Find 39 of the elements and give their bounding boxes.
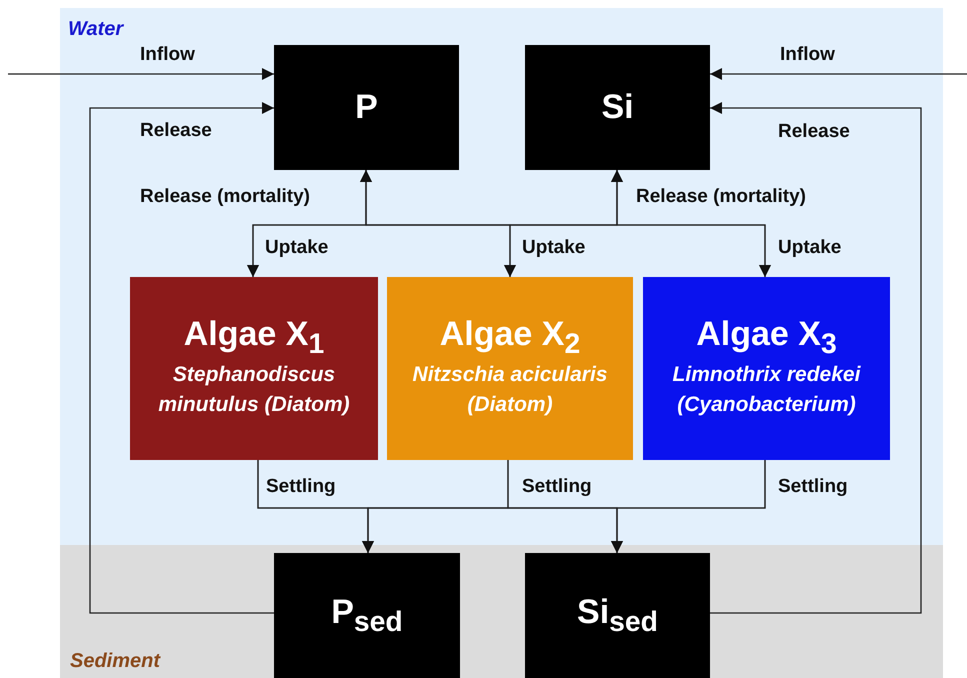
flow-label: Uptake bbox=[778, 237, 842, 259]
nutrient-box bbox=[525, 45, 710, 170]
flow-label: Release (mortality) bbox=[636, 186, 806, 208]
algae-box bbox=[643, 277, 890, 460]
species-name: Stephanodiscus minutulus (Diatom) bbox=[157, 362, 351, 418]
species-name: Limnothrix redekei (Cyanobacterium) bbox=[672, 362, 862, 418]
nutrient-box bbox=[274, 45, 459, 170]
arrow bbox=[611, 170, 771, 277]
sediment-nutrient-box bbox=[274, 553, 460, 678]
box-title: Algae X$_{1}$ bbox=[182, 316, 326, 360]
algae-box bbox=[130, 277, 378, 460]
arrow bbox=[710, 102, 922, 614]
flow-label: Settling bbox=[778, 476, 848, 498]
zone-label: Water bbox=[68, 18, 124, 41]
flow-label: Uptake bbox=[265, 237, 328, 259]
flow-label: Uptake bbox=[522, 237, 586, 259]
edge-label: Release bbox=[778, 121, 850, 143]
edge-label: Inflow bbox=[140, 44, 195, 66]
arrow bbox=[611, 460, 766, 553]
water-zone bbox=[60, 8, 943, 545]
box-title: Si$_{sed}$ bbox=[576, 594, 659, 638]
edge-label: Release bbox=[140, 120, 212, 142]
box-title: P bbox=[354, 88, 379, 126]
arrow bbox=[710, 68, 967, 80]
flow-label: Settling bbox=[522, 476, 592, 498]
sediment-zone bbox=[60, 545, 943, 678]
species-name: Nitzschia acicularis (Diatom) bbox=[412, 362, 608, 418]
flow-label: Settling bbox=[266, 476, 336, 498]
box-title: Algae X$_{3}$ bbox=[695, 316, 838, 360]
sediment-nutrient-box bbox=[525, 553, 710, 678]
flow-label: Release (mortality) bbox=[140, 186, 310, 208]
box-title: P$_{sed}$ bbox=[330, 594, 404, 638]
zone-label: Sediment bbox=[70, 650, 160, 673]
edge-label: Inflow bbox=[780, 44, 835, 66]
arrow bbox=[89, 102, 274, 614]
box-title: Algae X$_{2}$ bbox=[438, 316, 582, 360]
algae-box bbox=[387, 277, 633, 460]
arrow bbox=[8, 68, 274, 80]
box-title: Si bbox=[600, 88, 635, 126]
